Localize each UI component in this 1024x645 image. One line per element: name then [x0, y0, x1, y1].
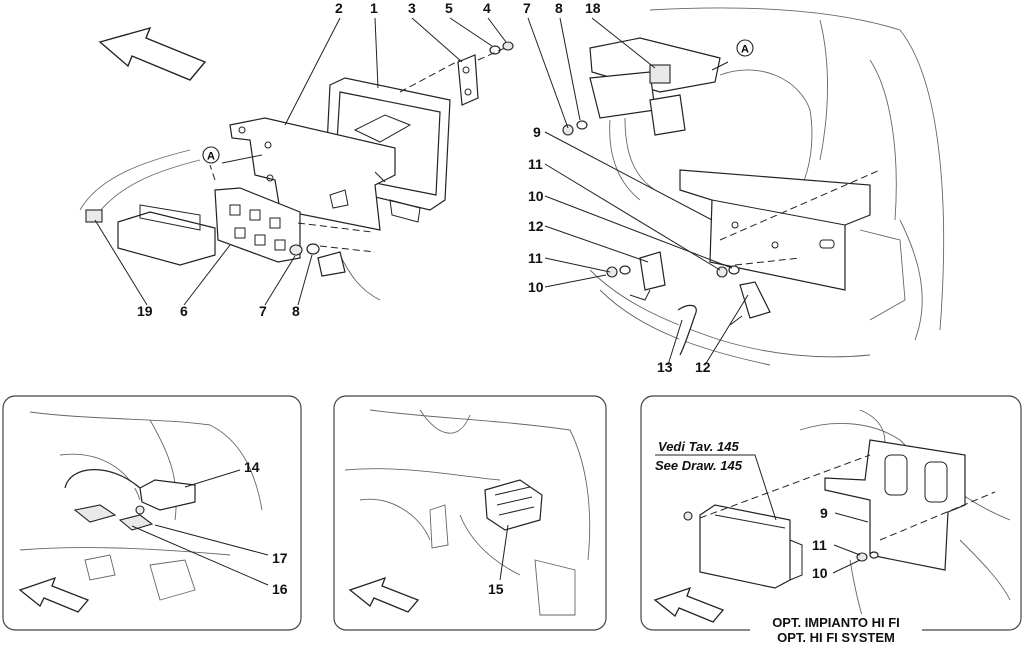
direction-arrow-panel-1 [18, 576, 90, 613]
connector [317, 251, 346, 277]
detail-panel-1: 14 17 16 [2, 395, 302, 631]
callout-4: 4 [483, 0, 491, 16]
callout-12-b: 12 [695, 359, 711, 375]
sensor-12-left [629, 251, 666, 301]
callout-11-panel: 11 [812, 537, 827, 553]
nut-4 [502, 41, 514, 51]
callout-9: 9 [533, 124, 541, 140]
callout-6: 6 [180, 303, 188, 319]
callout-1: 1 [370, 0, 378, 16]
washer-7-left [289, 244, 303, 256]
ref-marker-a-right: A [711, 39, 754, 71]
callout-15: 15 [488, 581, 504, 597]
callout-8-top: 8 [555, 0, 563, 16]
callout-7-bottom: 7 [259, 303, 267, 319]
callout-7-top: 7 [523, 0, 531, 16]
cable-14 [64, 469, 141, 489]
bracket-3 [457, 54, 479, 106]
module-14 [139, 479, 196, 511]
direction-arrow-panel-3 [653, 586, 725, 623]
nut-9-right [562, 124, 574, 136]
direction-arrow-main [98, 26, 207, 81]
callout-19: 19 [137, 303, 153, 319]
module-15 [484, 479, 543, 531]
callout-14: 14 [244, 459, 260, 475]
option-caption-italian: OPT. IMPIANTO HI FI [772, 615, 900, 630]
callout-8-bottom: 8 [292, 303, 300, 319]
reference-note-italian: Vedi Tav. 145 [658, 439, 739, 454]
leader-lines-main [94, 17, 749, 366]
long-bracket [679, 169, 881, 291]
callout-9-panel: 9 [820, 505, 828, 521]
callouts-main: 2 1 3 5 4 7 8 18 9 11 10 12 11 10 13 12 … [137, 0, 711, 375]
callout-5: 5 [445, 0, 453, 16]
svg-text:A: A [741, 44, 749, 56]
washers-10-11 [606, 265, 740, 278]
callout-13: 13 [657, 359, 673, 375]
reference-note-english: See Draw. 145 [655, 458, 743, 473]
ref-marker-a-left: A [202, 146, 263, 164]
mounting-plate [229, 117, 396, 231]
callout-2: 2 [335, 0, 343, 16]
callout-17: 17 [272, 550, 288, 566]
direction-arrow-panel-2 [348, 576, 420, 613]
relay-cluster [589, 37, 721, 201]
option-caption: OPT. IMPIANTO HI FI OPT. HI FI SYSTEM [750, 614, 922, 645]
option-caption-english: OPT. HI FI SYSTEM [777, 630, 895, 645]
detail-panel-2: 15 [333, 395, 607, 631]
callout-16: 16 [272, 581, 288, 597]
callout-11-b: 11 [528, 250, 543, 266]
callout-18: 18 [585, 0, 601, 16]
washer-5 [489, 45, 501, 55]
sensor-12-right [729, 281, 771, 326]
svg-text:A: A [207, 151, 215, 163]
washer-8-right [576, 120, 588, 130]
detail-panel-3: Vedi Tav. 145 See Draw. 145 9 11 10 [640, 395, 1022, 631]
callout-10-b: 10 [528, 279, 544, 295]
callout-11-a: 11 [528, 156, 543, 172]
relay-panel [214, 187, 301, 263]
callout-12-a: 12 [528, 218, 544, 234]
callout-3: 3 [408, 0, 416, 16]
callout-10-panel: 10 [812, 565, 828, 581]
washer-8-left [306, 243, 320, 255]
cable-13 [677, 304, 697, 356]
callout-10-a: 10 [528, 188, 544, 204]
